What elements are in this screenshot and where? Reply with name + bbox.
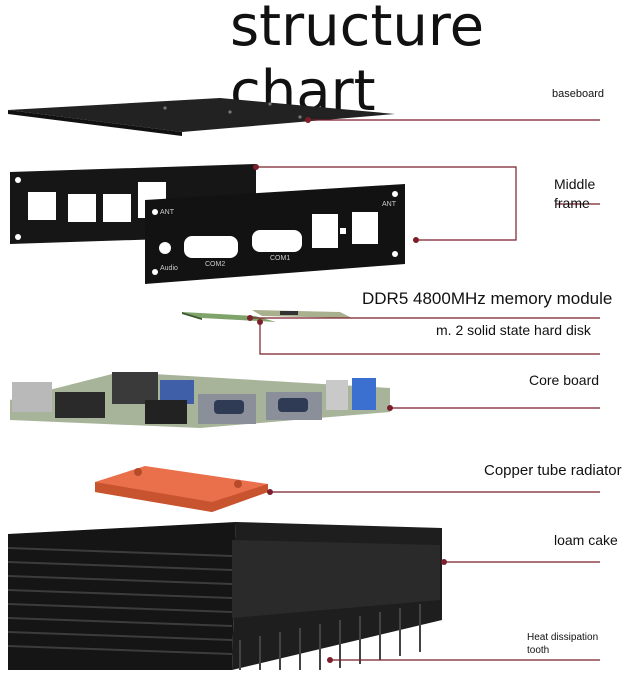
label-ssd: m. 2 solid state hard disk [436, 322, 591, 338]
page-title: structure chart [230, 0, 485, 124]
label-memory-module: DDR5 4800MHz memory module [362, 289, 613, 308]
label-loam-cake: loam cake [554, 532, 618, 548]
baseboard-plate [8, 98, 395, 136]
label-core-board: Core board [529, 372, 600, 388]
leader-middle-frame [256, 166, 517, 241]
label-heat-dissipation-line1: Heat dissipation [527, 632, 599, 643]
label-heat-dissipation-line2: tooth [527, 645, 550, 656]
panel-label-com1: COM1 [270, 255, 290, 262]
core-board [10, 372, 390, 428]
panel-label-ant-right: ANT [382, 201, 397, 208]
label-middle-frame-line2: frame [554, 195, 590, 211]
label-baseboard: baseboard [552, 88, 604, 100]
copper-radiator [95, 466, 268, 512]
panel-label-audio: Audio [160, 265, 178, 272]
panel-label-ant-left: ANT [160, 209, 175, 216]
heatsink-enclosure [7, 522, 442, 670]
middle-frame-right-panel: ANT ANT Audio COM2 COM1 [145, 184, 405, 284]
leader-lines [250, 119, 600, 661]
leader-ssd [259, 322, 600, 355]
leader-dots [247, 117, 447, 663]
label-copper-radiator: Copper tube radiator [484, 462, 622, 479]
ssd-module [252, 310, 352, 318]
label-middle-frame-line1: Middle [554, 176, 596, 192]
panel-label-com2: COM2 [205, 261, 225, 268]
